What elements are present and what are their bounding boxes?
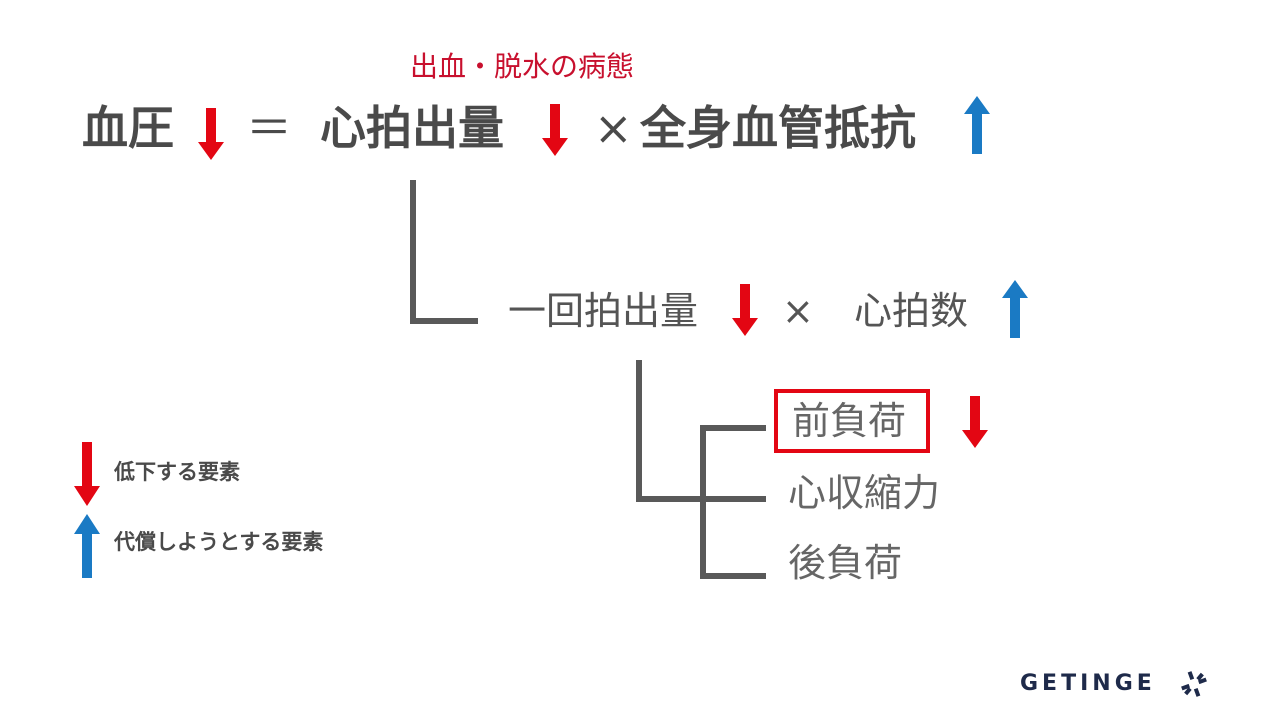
- connector-vertical-1: [410, 180, 416, 324]
- equals-sign: ＝: [246, 101, 292, 155]
- svr-term: 全身血管抵抗: [640, 101, 916, 155]
- legend-down-arrow-icon: [74, 442, 100, 506]
- pathology-label: 出血・脱水の病態: [410, 50, 635, 83]
- cardiac-output-term: 心拍出量: [320, 101, 504, 155]
- times-sign-top: ×: [594, 101, 633, 155]
- connector-horizontal-1: [410, 318, 478, 324]
- connector-horizontal-2: [636, 496, 702, 502]
- contractility-term: 心収縮力: [788, 471, 941, 515]
- svr-up-arrow-icon: [964, 96, 990, 154]
- heart-rate-term: 心拍数: [854, 289, 969, 333]
- getinge-logo-text: GETINGE: [1020, 671, 1156, 696]
- connector-vertical-2: [636, 360, 642, 502]
- legend-compensate-label: 代償しようとする要素: [114, 530, 324, 554]
- cardiac-output-down-arrow-icon: [542, 104, 568, 156]
- stroke-volume-down-arrow-icon: [732, 284, 758, 336]
- tree-branch-afterload: [700, 573, 766, 579]
- preload-term: 前負荷: [792, 399, 907, 443]
- blood-pressure-down-arrow-icon: [198, 108, 224, 160]
- afterload-term: 後負荷: [788, 541, 903, 585]
- tree-bracket-vertical: [700, 425, 706, 579]
- tree-branch-contractility: [700, 496, 766, 502]
- getinge-logo-star-icon: [1181, 671, 1207, 697]
- legend-up-arrow-icon: [74, 514, 100, 578]
- preload-highlight-box: [774, 389, 930, 453]
- stroke-volume-term: 一回拍出量: [508, 289, 699, 333]
- legend-decrease-label: 低下する要素: [114, 460, 240, 484]
- preload-down-arrow-icon: [962, 396, 988, 448]
- heart-rate-up-arrow-icon: [1002, 280, 1028, 338]
- times-sign-level2: ×: [782, 289, 814, 333]
- tree-branch-preload: [700, 425, 766, 431]
- blood-pressure-term: 血圧: [82, 101, 174, 155]
